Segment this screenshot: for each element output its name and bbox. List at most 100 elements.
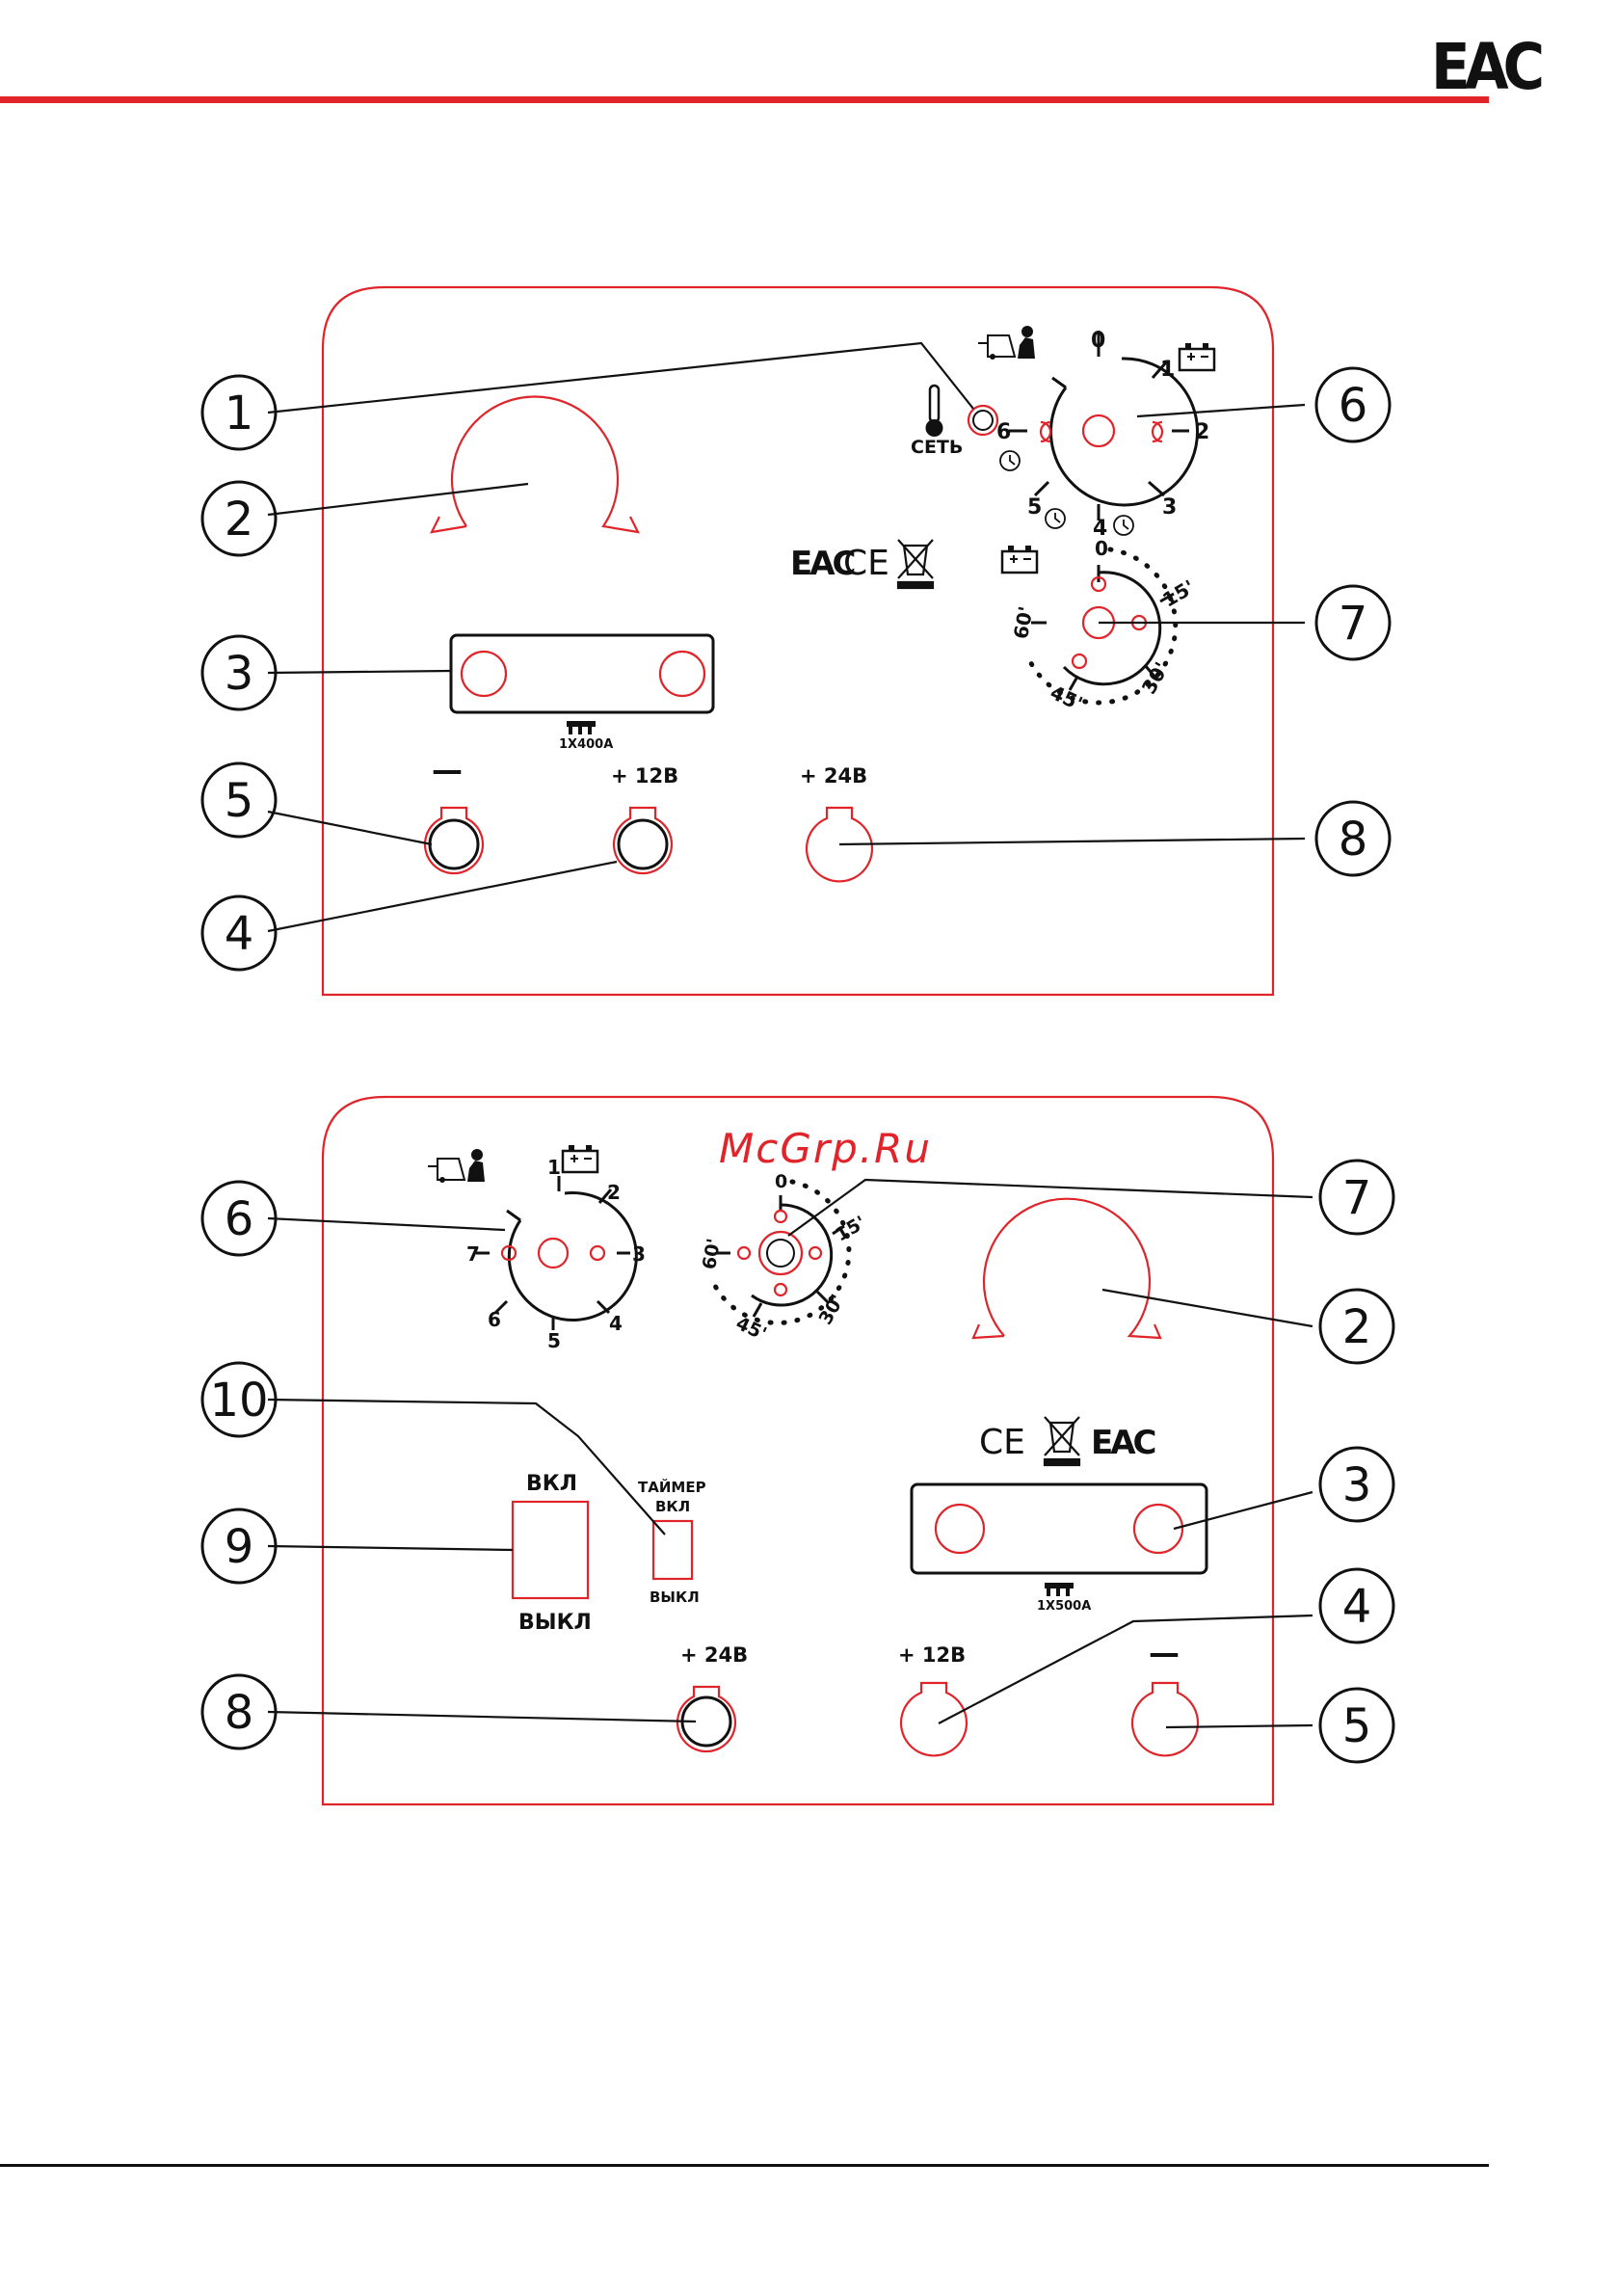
panel-bottom: 1 2 3 4 5 6 7 0 15' 30' 45' 60' xyxy=(202,1097,1393,1804)
header-eac-mark: EAC xyxy=(1431,30,1542,104)
callout-b-8: 8 xyxy=(202,1675,276,1749)
timer-mark-45: 45' xyxy=(1047,681,1086,715)
callout-b-6: 6 xyxy=(202,1182,276,1255)
timer-b-mark-0: 0 xyxy=(775,1171,787,1192)
mode-b-pos-6: 6 xyxy=(488,1308,501,1331)
callout-3: 3 xyxy=(202,636,276,709)
callout-b-9: 9 xyxy=(202,1509,276,1583)
boost-start-icon xyxy=(978,326,1035,360)
main-switch-off-label: ВЫКЛ xyxy=(518,1611,592,1635)
callout-2: 2 xyxy=(202,482,276,555)
footer-rule xyxy=(0,2164,1489,2167)
timer-b-mark-30: 30' xyxy=(814,1291,848,1328)
callout-b-2: 2 xyxy=(1320,1290,1393,1363)
svg-text:5: 5 xyxy=(1342,1699,1372,1753)
callout-b-7: 7 xyxy=(1320,1161,1393,1234)
svg-text:6: 6 xyxy=(1339,379,1368,433)
svg-text:3: 3 xyxy=(1342,1458,1372,1512)
panel-top: СЕТЬ 0 1 2 3 4 xyxy=(202,287,1390,995)
callout-6: 6 xyxy=(1316,368,1390,441)
fuse-block-bottom xyxy=(912,1484,1207,1573)
terminal-24v-label-bottom: + 24В xyxy=(680,1643,748,1667)
timer-switch-on-label: ВКЛ xyxy=(655,1498,690,1515)
terminal-minus-top[interactable] xyxy=(425,808,483,873)
timer-switch[interactable] xyxy=(653,1521,692,1579)
cert-ce-bottom: CE xyxy=(979,1423,1025,1462)
fan-grille-top xyxy=(432,396,638,532)
mode-pos-1: 1 xyxy=(1160,358,1175,382)
terminal-12v-top[interactable] xyxy=(614,808,672,873)
weee-bin-icon xyxy=(898,540,933,588)
mode-b-pos-2: 2 xyxy=(607,1181,621,1204)
svg-text:8: 8 xyxy=(1339,813,1368,867)
fuse-rating-bottom: 1Х500А xyxy=(1037,1599,1091,1614)
timer-b-mark-60: 60' xyxy=(699,1237,725,1271)
callout-4: 4 xyxy=(202,896,276,970)
svg-text:4: 4 xyxy=(1342,1580,1372,1634)
mode-pos-3: 3 xyxy=(1162,495,1177,520)
callout-b-5: 5 xyxy=(1320,1689,1393,1762)
mode-b-pos-4: 4 xyxy=(609,1312,623,1335)
cert-eac-bottom: EAC xyxy=(1091,1424,1155,1462)
svg-text:2: 2 xyxy=(1342,1300,1372,1354)
svg-text:7: 7 xyxy=(1339,597,1368,651)
timer-switch-off-label: ВЫКЛ xyxy=(650,1589,700,1606)
mode-pos-6: 6 xyxy=(996,420,1011,444)
svg-text:6: 6 xyxy=(225,1192,254,1246)
boost-start-icon xyxy=(428,1149,485,1183)
mode-pos-0: 0 xyxy=(1091,329,1105,353)
terminal-12v-bottom[interactable] xyxy=(901,1683,967,1755)
mode-selector-knob-bottom[interactable] xyxy=(502,1192,636,1320)
svg-text:9: 9 xyxy=(225,1520,254,1574)
fuse-icon xyxy=(1045,1583,1074,1596)
fuse-icon xyxy=(567,721,596,734)
terminal-24v-bottom[interactable] xyxy=(677,1687,735,1751)
leader-lines-top xyxy=(268,343,1305,931)
network-indicator-label: СЕТЬ xyxy=(911,437,963,458)
svg-text:3: 3 xyxy=(225,647,254,701)
terminal-12v-label-bottom: + 12В xyxy=(898,1643,966,1667)
svg-text:5: 5 xyxy=(225,774,254,828)
svg-text:2: 2 xyxy=(225,493,254,547)
callout-1: 1 xyxy=(202,376,276,449)
fuse-block-top xyxy=(451,635,713,712)
battery-icon xyxy=(563,1145,597,1172)
timer-mark-0: 0 xyxy=(1095,537,1108,560)
main-power-switch[interactable] xyxy=(513,1502,588,1598)
svg-text:1: 1 xyxy=(225,387,254,441)
clock-icon xyxy=(1000,451,1133,535)
panel-top-outline xyxy=(323,287,1273,995)
callout-b-3: 3 xyxy=(1320,1448,1393,1521)
watermark: McGrp.Ru xyxy=(719,1125,932,1172)
battery-icon xyxy=(1002,546,1037,573)
terminal-minus-label-top: — xyxy=(432,752,463,788)
fan-grille-bottom xyxy=(973,1199,1160,1338)
fuse-rating-top: 1Х400А xyxy=(559,737,613,752)
battery-icon xyxy=(1180,343,1214,370)
weee-bin-icon xyxy=(1045,1417,1079,1465)
svg-text:10: 10 xyxy=(209,1374,268,1428)
timer-mark-60: 60' xyxy=(1009,604,1038,641)
mode-b-pos-3: 3 xyxy=(632,1242,646,1266)
cert-ce-top: CE xyxy=(843,544,889,583)
callout-7: 7 xyxy=(1316,586,1390,659)
mode-b-pos-7: 7 xyxy=(466,1242,480,1266)
main-switch-on-label: ВКЛ xyxy=(526,1472,577,1496)
mode-pos-5: 5 xyxy=(1027,495,1042,520)
callout-b-10: 10 xyxy=(202,1363,276,1436)
svg-text:8: 8 xyxy=(225,1686,254,1740)
header-red-rule xyxy=(0,96,1489,103)
terminal-minus-label-bottom: — xyxy=(1149,1635,1180,1671)
callout-8: 8 xyxy=(1316,802,1390,875)
terminal-minus-bottom[interactable] xyxy=(1132,1683,1198,1755)
terminal-24v-label-top: + 24В xyxy=(800,764,867,788)
svg-text:7: 7 xyxy=(1342,1171,1372,1225)
mode-b-pos-5: 5 xyxy=(547,1329,561,1352)
timer-b-mark-15: 15' xyxy=(832,1212,869,1245)
timer-mark-15: 15' xyxy=(1158,575,1198,612)
callout-5: 5 xyxy=(202,763,276,837)
thermometer-icon xyxy=(926,386,943,437)
timer-switch-title: ТАЙМЕР xyxy=(638,1478,706,1496)
mode-b-pos-1: 1 xyxy=(547,1156,561,1179)
